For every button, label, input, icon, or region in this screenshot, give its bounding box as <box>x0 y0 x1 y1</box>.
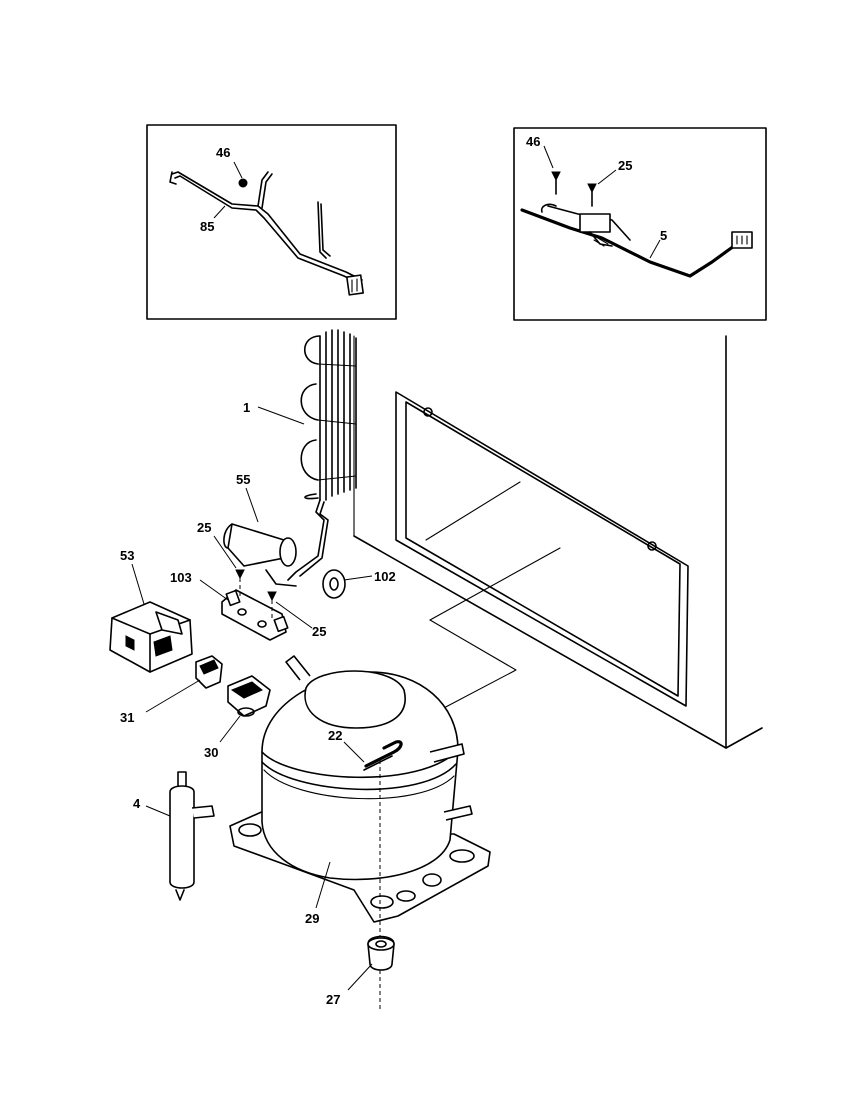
label-25-a: 25 <box>197 520 211 535</box>
capacitor[interactable] <box>223 523 297 587</box>
compressor[interactable] <box>229 655 491 1010</box>
inset-left: 46 85 <box>146 124 397 320</box>
label-85: 85 <box>200 219 214 234</box>
filter-drier[interactable] <box>169 771 215 901</box>
label-1: 1 <box>243 400 250 415</box>
wire-harness-85[interactable] <box>169 171 364 296</box>
start-relay[interactable] <box>109 601 193 673</box>
screw-46-right[interactable] <box>551 171 561 195</box>
overload-protector[interactable] <box>195 655 223 689</box>
screw-25-a[interactable] <box>235 569 245 598</box>
label-31: 31 <box>120 710 134 725</box>
screw-46-left[interactable] <box>238 178 248 188</box>
label-53: 53 <box>120 548 134 563</box>
label-29: 29 <box>305 911 319 926</box>
label-5: 5 <box>660 228 667 243</box>
terminal-cover[interactable] <box>227 675 271 717</box>
wire-clip[interactable] <box>363 740 403 771</box>
label-25-right: 25 <box>618 158 632 173</box>
screw-25-right[interactable] <box>587 183 597 207</box>
label-102: 102 <box>374 569 396 584</box>
label-25-b: 25 <box>312 624 326 639</box>
label-103: 103 <box>170 570 192 585</box>
label-4: 4 <box>133 796 141 811</box>
cabinet-outline <box>353 335 763 749</box>
inset-right-frame <box>513 127 767 321</box>
grommet[interactable] <box>322 569 346 599</box>
inset-right: 46 25 5 <box>513 127 767 321</box>
label-46-left: 46 <box>216 145 230 160</box>
condenser-coil[interactable] <box>287 329 357 581</box>
label-46-right: 46 <box>526 134 540 149</box>
label-22: 22 <box>328 728 342 743</box>
screw-25-b[interactable] <box>267 591 277 620</box>
capacitor-bracket[interactable] <box>221 589 289 641</box>
label-27: 27 <box>326 992 340 1007</box>
rubber-mount[interactable] <box>367 935 395 971</box>
inset-left-frame <box>146 124 397 320</box>
label-30: 30 <box>204 745 218 760</box>
label-55: 55 <box>236 472 250 487</box>
wire-harness-5[interactable] <box>520 203 753 278</box>
